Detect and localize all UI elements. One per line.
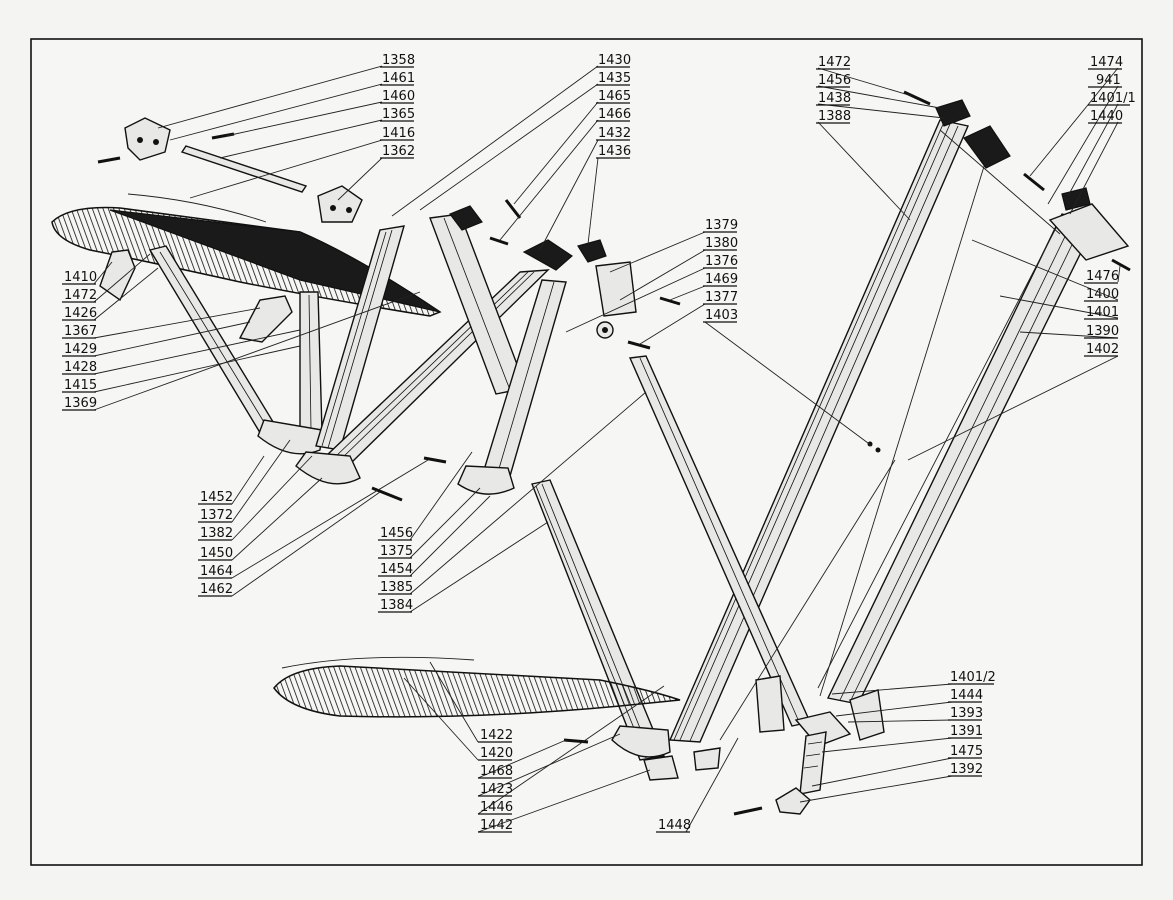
label-1401-2: 1401/2 — [950, 670, 996, 685]
label-1401: 1401 — [1086, 305, 1119, 320]
label-1461: 1461 — [382, 71, 415, 86]
label-1456-lower: 1456 — [380, 526, 413, 541]
label-1369: 1369 — [64, 396, 97, 411]
upper-wing-part — [51, 193, 442, 317]
label-1475: 1475 — [950, 744, 983, 759]
label-1385: 1385 — [380, 580, 413, 595]
label-1376: 1376 — [705, 254, 738, 269]
label-1358: 1358 — [382, 53, 415, 68]
label-1377: 1377 — [705, 290, 738, 305]
label-1452: 1452 — [200, 490, 233, 505]
loose-bolts — [371, 90, 1131, 744]
label-941: 941 — [1096, 73, 1121, 88]
label-1438: 1438 — [818, 91, 851, 106]
label-1460: 1460 — [382, 89, 415, 104]
label-1469: 1469 — [705, 272, 738, 287]
label-1448: 1448 — [658, 818, 691, 833]
label-1403: 1403 — [705, 308, 738, 323]
label-1432: 1432 — [598, 126, 631, 141]
label-1465: 1465 — [598, 89, 631, 104]
label-1384: 1384 — [380, 598, 413, 613]
label-1428: 1428 — [64, 360, 97, 375]
label-1474: 1474 — [1090, 55, 1123, 70]
center-struts — [295, 213, 567, 495]
label-1379: 1379 — [705, 218, 738, 233]
label-1450: 1450 — [200, 546, 233, 561]
label-1440: 1440 — [1090, 109, 1123, 124]
label-1388: 1388 — [818, 109, 851, 124]
label-1442: 1442 — [480, 818, 513, 833]
label-1391: 1391 — [950, 724, 983, 739]
label-1402: 1402 — [1086, 342, 1119, 357]
label-1423: 1423 — [480, 782, 513, 797]
label-1446: 1446 — [480, 800, 513, 815]
label-1400: 1400 — [1086, 287, 1119, 302]
label-1454: 1454 — [380, 562, 413, 577]
label-1416: 1416 — [382, 126, 415, 141]
label-1462: 1462 — [200, 582, 233, 597]
label-1367: 1367 — [64, 324, 97, 339]
label-1429: 1429 — [64, 342, 97, 357]
label-1410: 1410 — [64, 270, 97, 285]
label-1456-top: 1456 — [818, 73, 851, 88]
label-1393: 1393 — [950, 706, 983, 721]
label-1472-top: 1472 — [818, 55, 851, 70]
lower-fittings — [611, 675, 885, 816]
label-1464: 1464 — [200, 564, 233, 579]
label-1426: 1426 — [64, 306, 97, 321]
label-1392: 1392 — [950, 762, 983, 777]
label-1401-1: 1401/1 — [1090, 91, 1136, 106]
label-1362: 1362 — [382, 144, 415, 159]
label-1380: 1380 — [705, 236, 738, 251]
label-1372: 1372 — [200, 508, 233, 523]
label-1472-left: 1472 — [64, 288, 97, 303]
lower-wing-part — [273, 656, 681, 718]
label-1436: 1436 — [598, 144, 631, 159]
label-1375: 1375 — [380, 544, 413, 559]
top-left-brackets — [97, 117, 363, 223]
label-1435: 1435 — [598, 71, 631, 86]
label-1468: 1468 — [480, 764, 513, 779]
leader-lines — [93, 65, 1121, 833]
label-1365: 1365 — [382, 107, 415, 122]
wing-bracket-left — [99, 249, 293, 343]
label-1466: 1466 — [598, 107, 631, 122]
label-1430: 1430 — [598, 53, 631, 68]
label-1390: 1390 — [1086, 324, 1119, 339]
part-number-labels: 1358 1461 1460 1365 1416 1362 1430 1435 … — [62, 53, 1136, 833]
label-1476: 1476 — [1086, 269, 1119, 284]
upper-fittings — [449, 205, 637, 339]
label-1444: 1444 — [950, 688, 983, 703]
label-1415: 1415 — [64, 378, 97, 393]
label-1382: 1382 — [200, 526, 233, 541]
label-1422: 1422 — [480, 728, 513, 743]
label-1420: 1420 — [480, 746, 513, 761]
